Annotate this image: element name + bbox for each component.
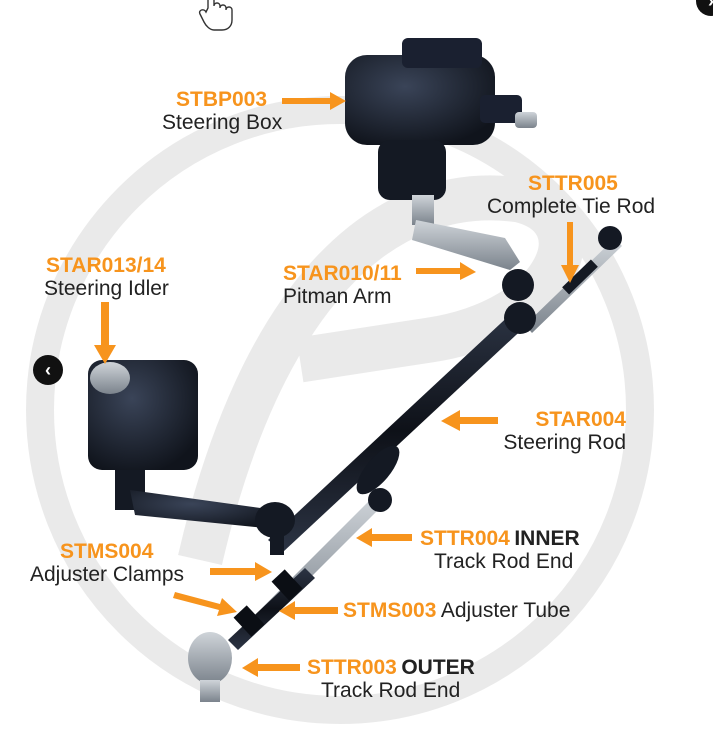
- callout-arrows: [94, 92, 579, 677]
- watermark: [26, 96, 654, 724]
- next-slide-button[interactable]: ›: [696, 0, 713, 16]
- part-code: STAR013/14: [46, 254, 166, 277]
- label-steering-box: STBP003 Steering Box: [162, 88, 282, 134]
- part-desc: Pitman Arm: [283, 285, 392, 309]
- prev-slide-button[interactable]: ‹: [33, 355, 63, 385]
- steering-rod: [268, 302, 536, 552]
- part-desc: Track Rod End: [434, 550, 574, 574]
- label-tie-rod: STTR005 Complete Tie Rod: [487, 172, 655, 218]
- arrow-tie-rod: [561, 222, 579, 283]
- label-idler: STAR013/14 Steering Idler: [44, 254, 169, 301]
- pitman-arm: [412, 220, 534, 301]
- adjuster-tube: [228, 568, 315, 650]
- part-code: STTR003: [307, 656, 397, 679]
- arrow-clamps-1: [210, 562, 272, 581]
- part-code: STBP003: [176, 88, 268, 111]
- label-clamps: STMS004 Adjuster Clamps: [30, 540, 184, 586]
- chevron-left-icon: ‹: [45, 359, 51, 380]
- outer-track-rod-end: [188, 632, 232, 702]
- label-outer-track-rod: STTR003 OUTER Track Rod End: [307, 656, 475, 702]
- part-code: STMS004: [60, 540, 154, 563]
- arrow-steering-rod: [441, 410, 498, 431]
- chevron-right-icon: ›: [708, 0, 713, 12]
- part-code: STMS003: [343, 599, 437, 622]
- part-code: STTR005: [528, 172, 618, 195]
- hand-pointer-icon: [198, 0, 233, 31]
- part-desc: Complete Tie Rod: [487, 195, 656, 219]
- label-inner-track-rod: STTR004 INNER Track Rod End: [420, 527, 580, 573]
- part-desc: Steering Idler: [44, 277, 169, 301]
- part-qualifier: INNER: [514, 527, 580, 550]
- part-code: STAR004: [535, 408, 626, 431]
- part-code: STAR010/11: [283, 262, 402, 285]
- arrow-inner: [356, 528, 412, 547]
- label-pitman: STAR010/11 Pitman Arm: [283, 262, 402, 308]
- complete-tie-rod: [525, 226, 622, 333]
- arrow-tube: [279, 601, 338, 620]
- steering-idler: [88, 360, 295, 555]
- label-adjuster-tube: STMS003 Adjuster Tube: [343, 599, 570, 622]
- arrow-clamps-2: [173, 592, 237, 616]
- part-code: STTR004: [420, 527, 510, 550]
- part-qualifier: OUTER: [401, 656, 475, 679]
- arrow-steering-box: [282, 92, 346, 110]
- steering-box: [345, 38, 537, 225]
- arrow-pitman: [416, 262, 476, 280]
- label-steering-rod: STAR004 Steering Rod: [503, 408, 626, 454]
- part-desc: Steering Box: [162, 111, 283, 135]
- arrow-outer: [242, 658, 300, 677]
- part-desc: Adjuster Tube: [440, 599, 571, 622]
- part-desc: Steering Rod: [503, 431, 626, 455]
- part-desc: Track Rod End: [321, 679, 461, 703]
- part-desc: Adjuster Clamps: [30, 563, 185, 587]
- arrow-idler: [94, 302, 116, 364]
